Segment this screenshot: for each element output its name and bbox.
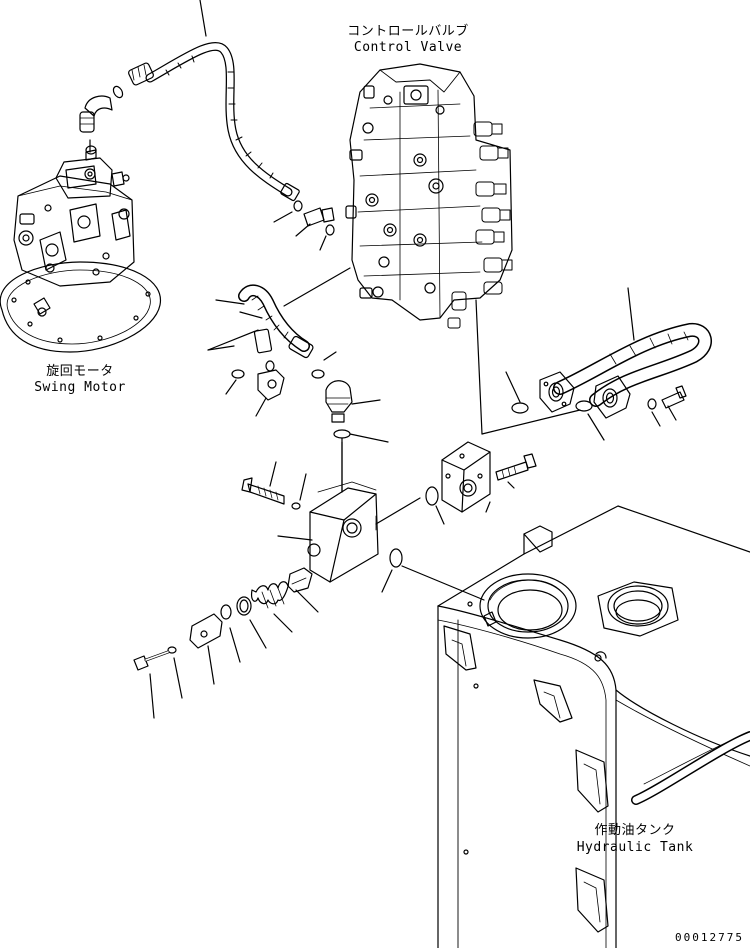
- o-rings-middle: [225, 351, 389, 493]
- swing-motor-drawing: [0, 149, 161, 353]
- hydraulic-tank-label-ja: 作動油タンク: [594, 823, 676, 838]
- control-valve-label-en: Control Valve: [353, 40, 463, 55]
- swing-motor-label-en: Swing Motor: [34, 380, 126, 395]
- elbow-fitting-top: [79, 95, 113, 155]
- control-valve-label-ja: コントロールバルブ: [347, 24, 469, 39]
- control-valve-drawing: [345, 63, 513, 435]
- leader-lines-misc: [89, 139, 343, 493]
- flange-pipe-right: [539, 287, 712, 441]
- hydraulic-tank-label-en: Hydraulic Tank: [576, 840, 694, 855]
- valve-block-left: [241, 461, 379, 583]
- hydraulic-tank-drawing: [381, 505, 750, 948]
- bent-hose-middle: [207, 284, 314, 359]
- swing-motor-hose: [112, 0, 300, 202]
- valve-block-right: [375, 371, 581, 525]
- adapter-fittings-top: [273, 200, 351, 307]
- spring-and-plug-parts: [133, 567, 319, 719]
- drawing-number: 00012775: [675, 931, 744, 944]
- swing-motor-label-ja: 旋回モータ: [46, 364, 114, 379]
